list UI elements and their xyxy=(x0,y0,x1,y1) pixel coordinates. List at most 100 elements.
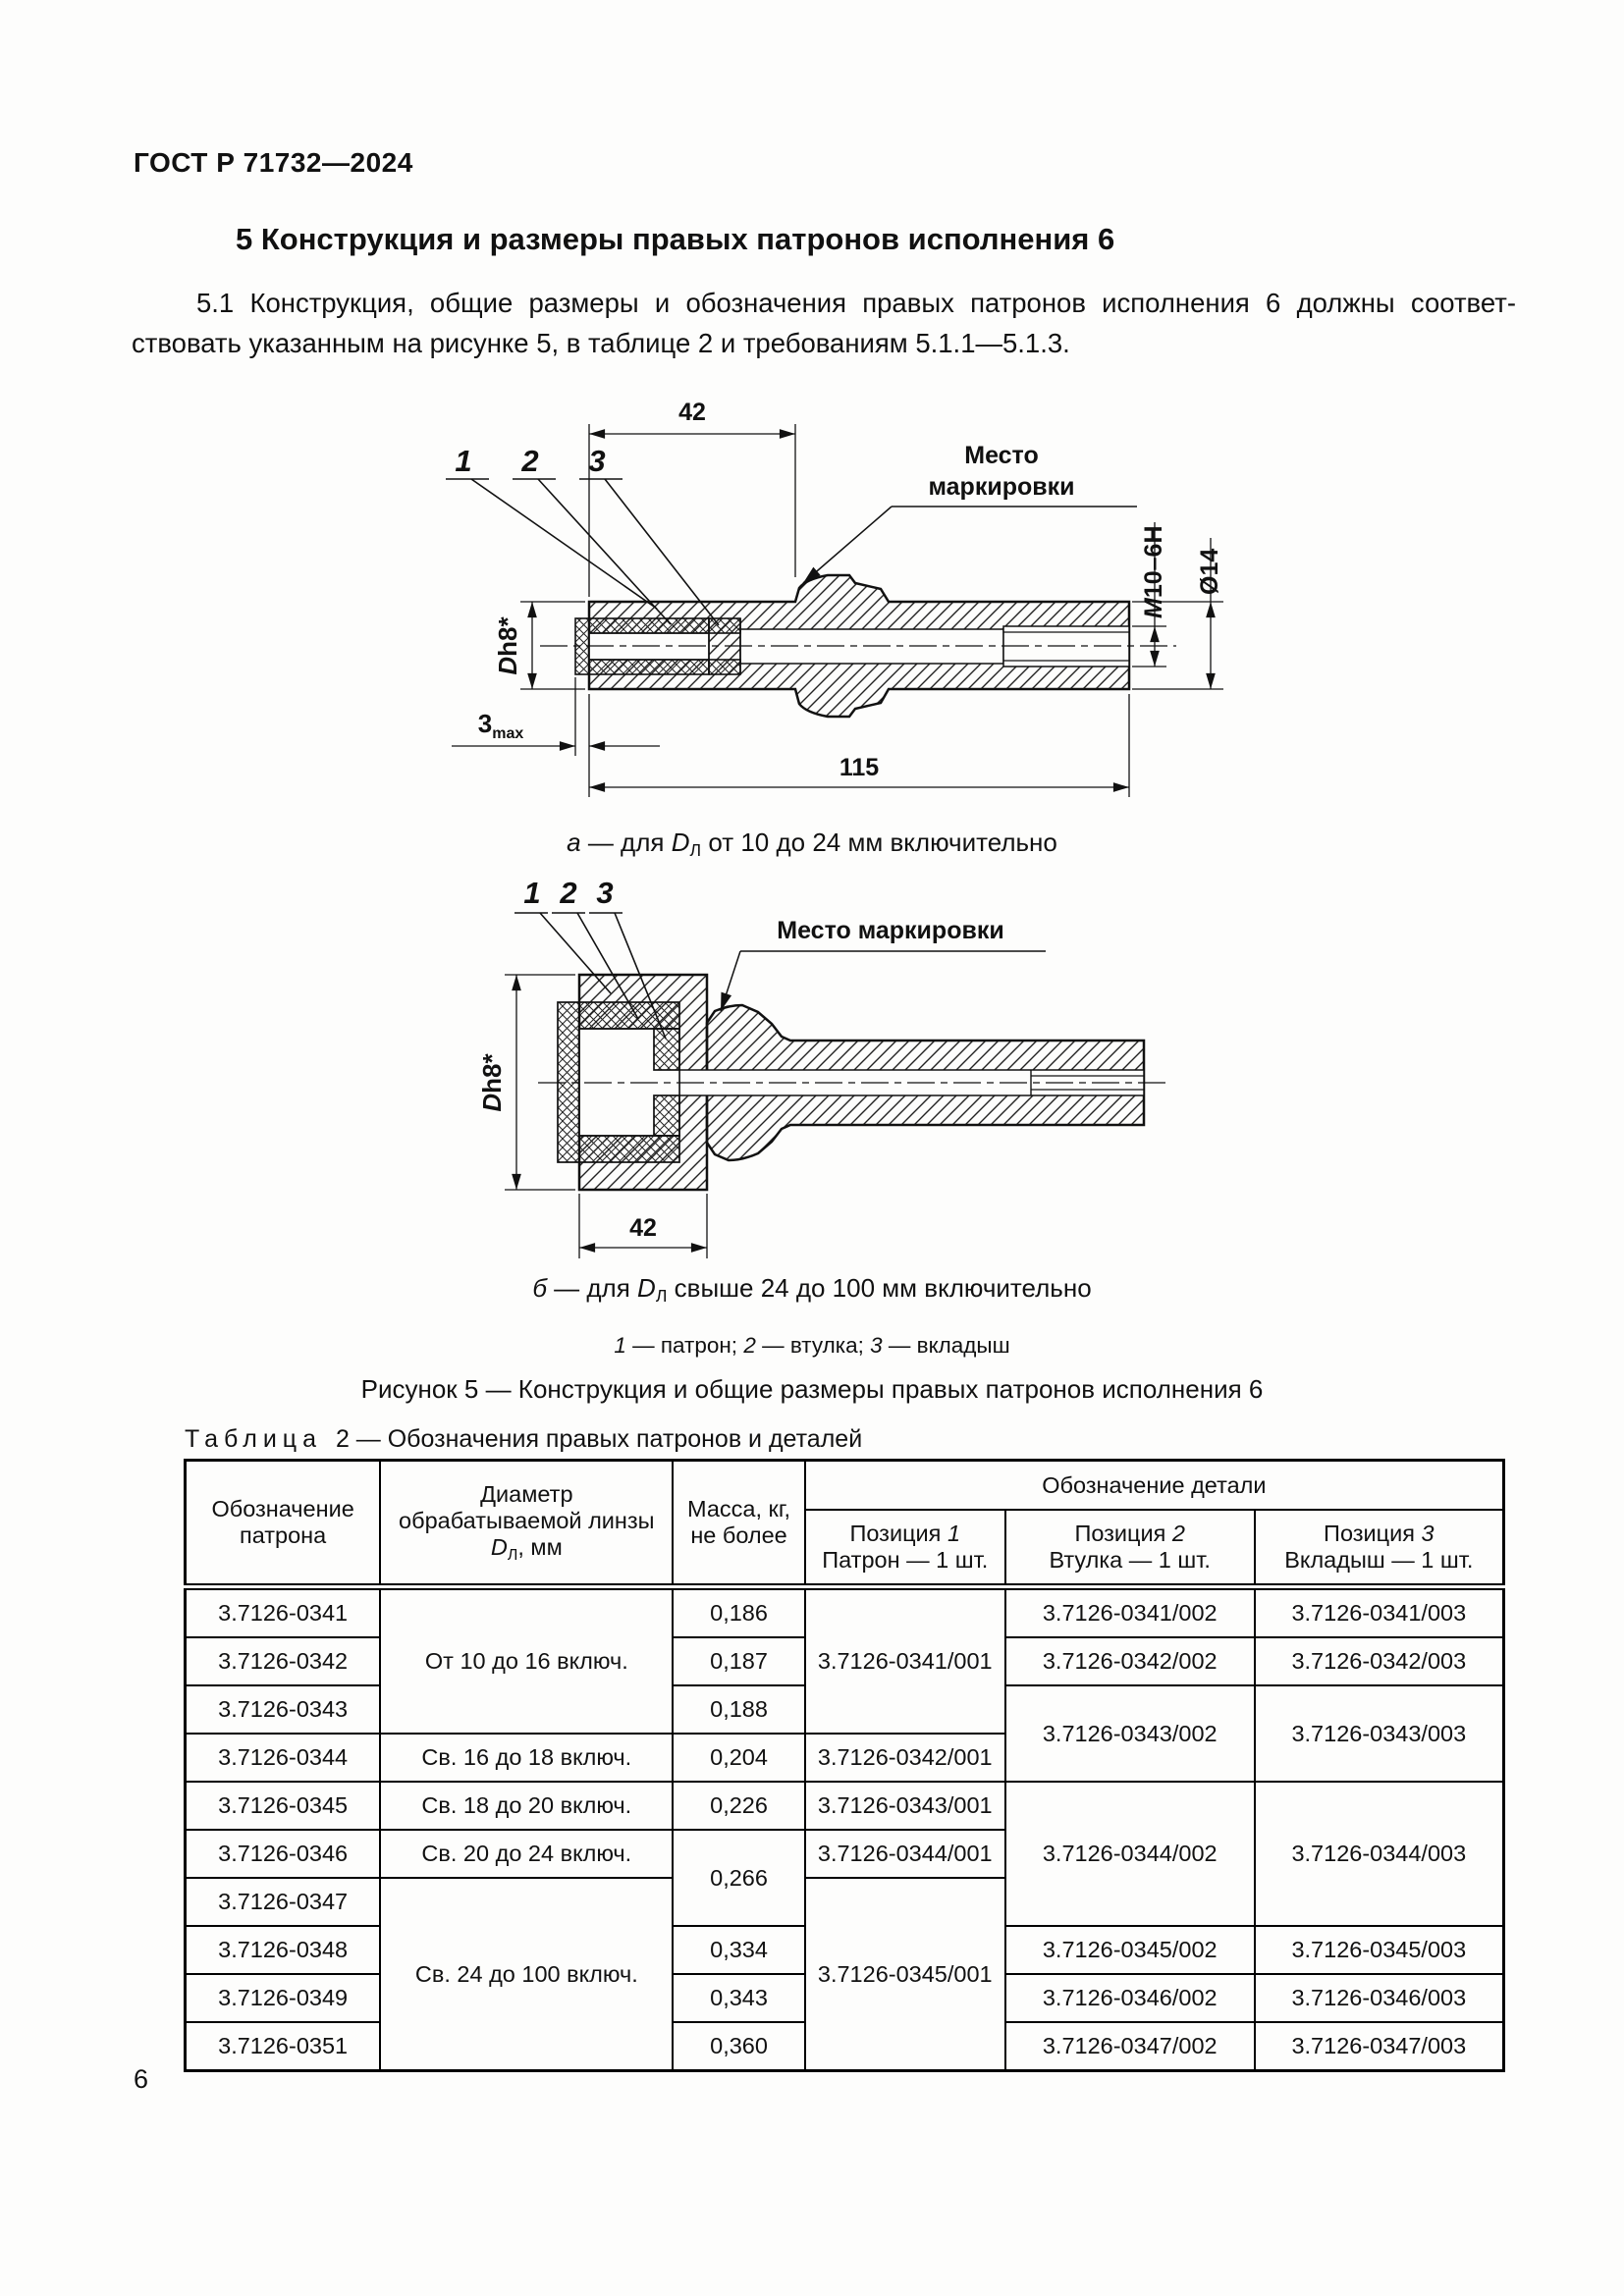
callout-3b: 3 xyxy=(596,876,613,910)
cell-code: 3.7126-0342 xyxy=(184,1636,382,1686)
table-row: 3.7126-0349 0,343 3.7126-0346/002 3.7126… xyxy=(184,1973,1505,2023)
table-row: 3.7126-0343 0,188 3.7126-0343/002 3.7126… xyxy=(184,1684,1505,1783)
dim-42-label: 42 xyxy=(678,399,706,426)
cell-mass: 0,343 xyxy=(672,1973,806,2023)
table-row: 3.7126-0346 Св. 20 до 24 включ. 0,266 3.… xyxy=(184,1829,1504,1927)
cell-code: 3.7126-0343 xyxy=(184,1684,382,1735)
figure-5a-svg: 42 1 2 3 Место маркировки Dh8* 3max xyxy=(446,399,1223,797)
header-pos1-sub: Патрон — 1 шт. xyxy=(822,1547,989,1573)
callout-3: 3 xyxy=(588,444,605,478)
callout-1: 1 xyxy=(455,444,471,478)
cell-code: 3.7126-0349 xyxy=(184,1973,382,2023)
cell-code: 3.7126-0346 xyxy=(184,1829,382,1879)
caption-a-letter: а xyxy=(567,828,581,857)
table-title-word: Таблица xyxy=(185,1425,323,1453)
header-pos3-label: Позиция xyxy=(1324,1521,1422,1546)
figure-legend: 1 — патрон; 2 — втулка; 3 — вкладыш xyxy=(59,1333,1565,1359)
header-pos1: Позиция 1 Патрон — 1 шт. xyxy=(803,1509,1006,1588)
legend-num-1: 1 xyxy=(614,1333,626,1358)
caption-b-d: D xyxy=(637,1273,656,1303)
sleeve-top-band-b xyxy=(578,1001,680,1030)
cell-pos3: 3.7126-0342/003 xyxy=(1253,1636,1505,1686)
paragraph-line-1: 5.1 Конструкция, общие размеры и обознач… xyxy=(196,288,1516,318)
cell-mass: 0,204 xyxy=(672,1733,806,1783)
marking-label-line1: Место xyxy=(964,442,1039,469)
table-row: 3.7126-0348 0,334 3.7126-0345/002 3.7126… xyxy=(184,1925,1505,1975)
caption-b-dash: — для xyxy=(546,1273,638,1303)
cell-pos3: 3.7126-0344/003 xyxy=(1253,1781,1505,1927)
table-row: 3.7126-0351 0,360 3.7126-0347/002 3.7126… xyxy=(184,2021,1505,2072)
legend-num-3: 3 xyxy=(870,1333,883,1358)
header-diameter-unit: , мм xyxy=(517,1533,563,1560)
header-pos2-sub: Втулка — 1 шт. xyxy=(1049,1547,1211,1573)
insert-top-a xyxy=(708,617,741,634)
table-row: 3.7126-0345 Св. 18 до 20 включ. 0,226 3.… xyxy=(184,1781,1505,1927)
sleeve-bottom-band-b xyxy=(578,1135,680,1163)
insert-top-b xyxy=(653,1028,680,1071)
header-diameter-sub: Л xyxy=(507,1546,518,1564)
cell-pos1: 3.7126-0342/001 xyxy=(803,1733,1006,1783)
header-col-diameter-l3: DЛ, мм xyxy=(385,1534,668,1565)
cell-pos1: 3.7126-0343/001 xyxy=(803,1781,1006,1831)
caption-b: б — для DЛ свыше 24 до 100 мм включитель… xyxy=(59,1273,1565,1307)
dim-dh8-label: Dh8* xyxy=(493,616,522,675)
caption-b-sub: Л xyxy=(655,1286,668,1306)
cell-mass: 0,334 xyxy=(672,1925,806,1975)
table-row: 3.7126-0342 0,187 3.7126-0342/002 3.7126… xyxy=(184,1636,1505,1686)
callout-2: 2 xyxy=(520,444,538,478)
cell-pos3: 3.7126-0347/003 xyxy=(1253,2021,1505,2072)
header-col-mass: Масса, кг, не более xyxy=(672,1459,806,1588)
header-pos3-title: Позиция 3 xyxy=(1260,1521,1498,1547)
cell-pos2: 3.7126-0345/002 xyxy=(1003,1925,1256,1975)
caption-a-rest: от 10 до 24 мм включительно xyxy=(701,828,1057,857)
table-title-rest: — Обозначения правых патронов и деталей xyxy=(349,1425,863,1453)
dim-m10-label: M10–6H xyxy=(1140,526,1167,619)
callout-1b: 1 xyxy=(523,876,540,910)
figure-5a-drawing: 42 1 2 3 Место маркировки Dh8* 3max xyxy=(314,373,1257,815)
figure-5b-svg: 1 2 3 Место маркировки Dh8* 42 xyxy=(477,876,1170,1258)
header-pos1-label: Позиция xyxy=(849,1521,947,1546)
table-row: 3.7126-0344 Св. 16 до 18 включ. 0,204 3.… xyxy=(184,1733,1504,1783)
header-col-mass-l1: Масса, кг, xyxy=(687,1496,791,1522)
header-col-diameter-l1: Диаметр xyxy=(480,1480,573,1507)
marking-leader-b xyxy=(720,950,741,1012)
callout-leader-1b xyxy=(539,912,612,994)
legend-text-1: — патрон; xyxy=(625,1333,744,1358)
cell-pos2: 3.7126-0347/002 xyxy=(1003,2021,1256,2072)
cell-diameter: Св. 24 до 100 включ. xyxy=(379,1877,675,2072)
cell-diameter: Св. 20 до 24 включ. xyxy=(379,1829,675,1879)
header-pos1-title: Позиция 1 xyxy=(810,1521,1001,1547)
cell-mass: 0,266 xyxy=(672,1829,806,1927)
header-pos2-num: 2 xyxy=(1171,1521,1185,1546)
insert-bottom-b xyxy=(653,1095,680,1137)
cell-pos3: 3.7126-0341/003 xyxy=(1253,1583,1505,1638)
cell-mass: 0,187 xyxy=(672,1636,806,1686)
header-group-detail: Обозначение детали xyxy=(803,1459,1505,1511)
dim-3max-label: 3max xyxy=(478,709,524,742)
cell-pos1: 3.7126-0341/001 xyxy=(803,1583,1006,1735)
callout-leader-1 xyxy=(470,478,658,610)
table-title: Таблица 2 — Обозначения правых патронов … xyxy=(185,1425,862,1454)
header-col-code: Обозначение патрона xyxy=(184,1459,382,1588)
cell-code: 3.7126-0348 xyxy=(184,1925,382,1975)
callout-leader-3 xyxy=(604,478,720,626)
cell-mass: 0,226 xyxy=(672,1781,806,1831)
cell-diameter: От 10 до 16 включ. xyxy=(379,1583,675,1735)
header-pos2-title: Позиция 2 xyxy=(1010,1521,1250,1547)
dim-115-label: 115 xyxy=(839,754,879,781)
cell-pos2: 3.7126-0342/002 xyxy=(1003,1636,1256,1686)
cell-code: 3.7126-0351 xyxy=(184,2021,382,2072)
cell-code: 3.7126-0344 xyxy=(184,1733,382,1783)
legend-text-3: — вкладыш xyxy=(882,1333,1010,1358)
callout-leader-2 xyxy=(537,478,672,625)
cell-pos3: 3.7126-0343/003 xyxy=(1253,1684,1505,1783)
table-title-num: 2 xyxy=(335,1425,350,1453)
header-diameter-d: D xyxy=(490,1533,508,1560)
header-col-code-l1: Обозначение xyxy=(211,1496,354,1522)
caption-a-dash: — для xyxy=(580,828,672,857)
header-pos3: Позиция 3 Вкладыш — 1 шт. xyxy=(1253,1509,1505,1588)
cell-mass: 0,186 xyxy=(672,1583,806,1638)
header-col-diameter: Диаметр обрабатываемой линзы DЛ, мм xyxy=(379,1459,675,1588)
caption-b-rest: свыше 24 до 100 мм включительно xyxy=(667,1273,1092,1303)
